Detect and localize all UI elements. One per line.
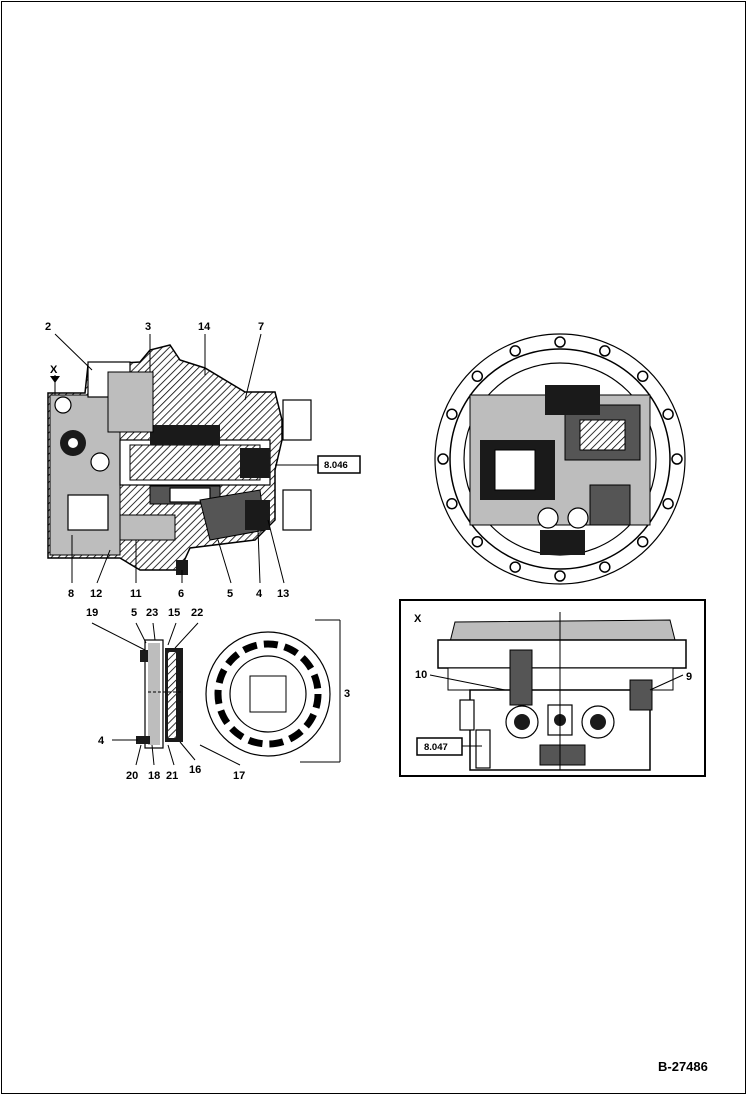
bolt-hole [662,498,674,510]
callout-14: 14 [198,321,211,333]
bolt-hole [471,535,484,548]
bolt-hole [599,561,611,573]
callout-23: 23 [146,607,158,619]
bolt-hole [509,561,521,573]
section-reference-box: 8.046 [317,455,361,474]
callout-18: 18 [148,770,160,782]
callout-16: 16 [189,764,201,776]
section-view [47,344,312,575]
front-face-view [434,333,686,585]
callout-20: 20 [126,770,138,782]
callout-x: X [50,364,58,376]
callout-2: 2 [45,321,51,333]
bolt-hole [662,408,674,420]
callout-3: 3 [145,321,151,333]
svg-text:8.047: 8.047 [424,742,448,753]
callout-5b: 5 [131,607,137,619]
callout-5: 5 [227,588,233,600]
bolt-hole [554,570,566,582]
bolt-hole [671,453,683,465]
view-x-reference-box: 8.047 [416,737,463,756]
bolt-hole [471,370,484,383]
view-x-label: X [414,613,422,625]
bolt-hole [446,498,458,510]
document-number: B-27486 [658,1059,708,1074]
callout-8: 8 [68,588,74,600]
callout-22: 22 [191,607,203,619]
callout-19: 19 [86,607,98,619]
bolt-hole [446,408,458,420]
callout-7: 7 [258,321,264,333]
view-x-arrow-icon [50,376,60,383]
callout-17: 17 [233,770,245,782]
callout-15: 15 [168,607,180,619]
bolt-hole [599,345,611,357]
bolt-hole [554,336,566,348]
callout-21: 21 [166,770,178,782]
callout-6: 6 [178,588,184,600]
callout-10: 10 [415,669,427,681]
bolt-hole [636,535,649,548]
bolt-hole [636,370,649,383]
seal-detail [136,639,183,749]
callout-4: 4 [256,588,263,600]
callout-4b: 4 [98,735,105,747]
bolt-hole [437,453,449,465]
ring-face [205,631,331,757]
callout-3b: 3 [344,688,350,700]
svg-text:8.046: 8.046 [324,460,348,471]
callout-13: 13 [277,588,289,600]
callout-9: 9 [686,671,692,683]
callout-11: 11 [130,588,142,600]
callout-12: 12 [90,588,102,600]
bolt-hole [509,345,521,357]
